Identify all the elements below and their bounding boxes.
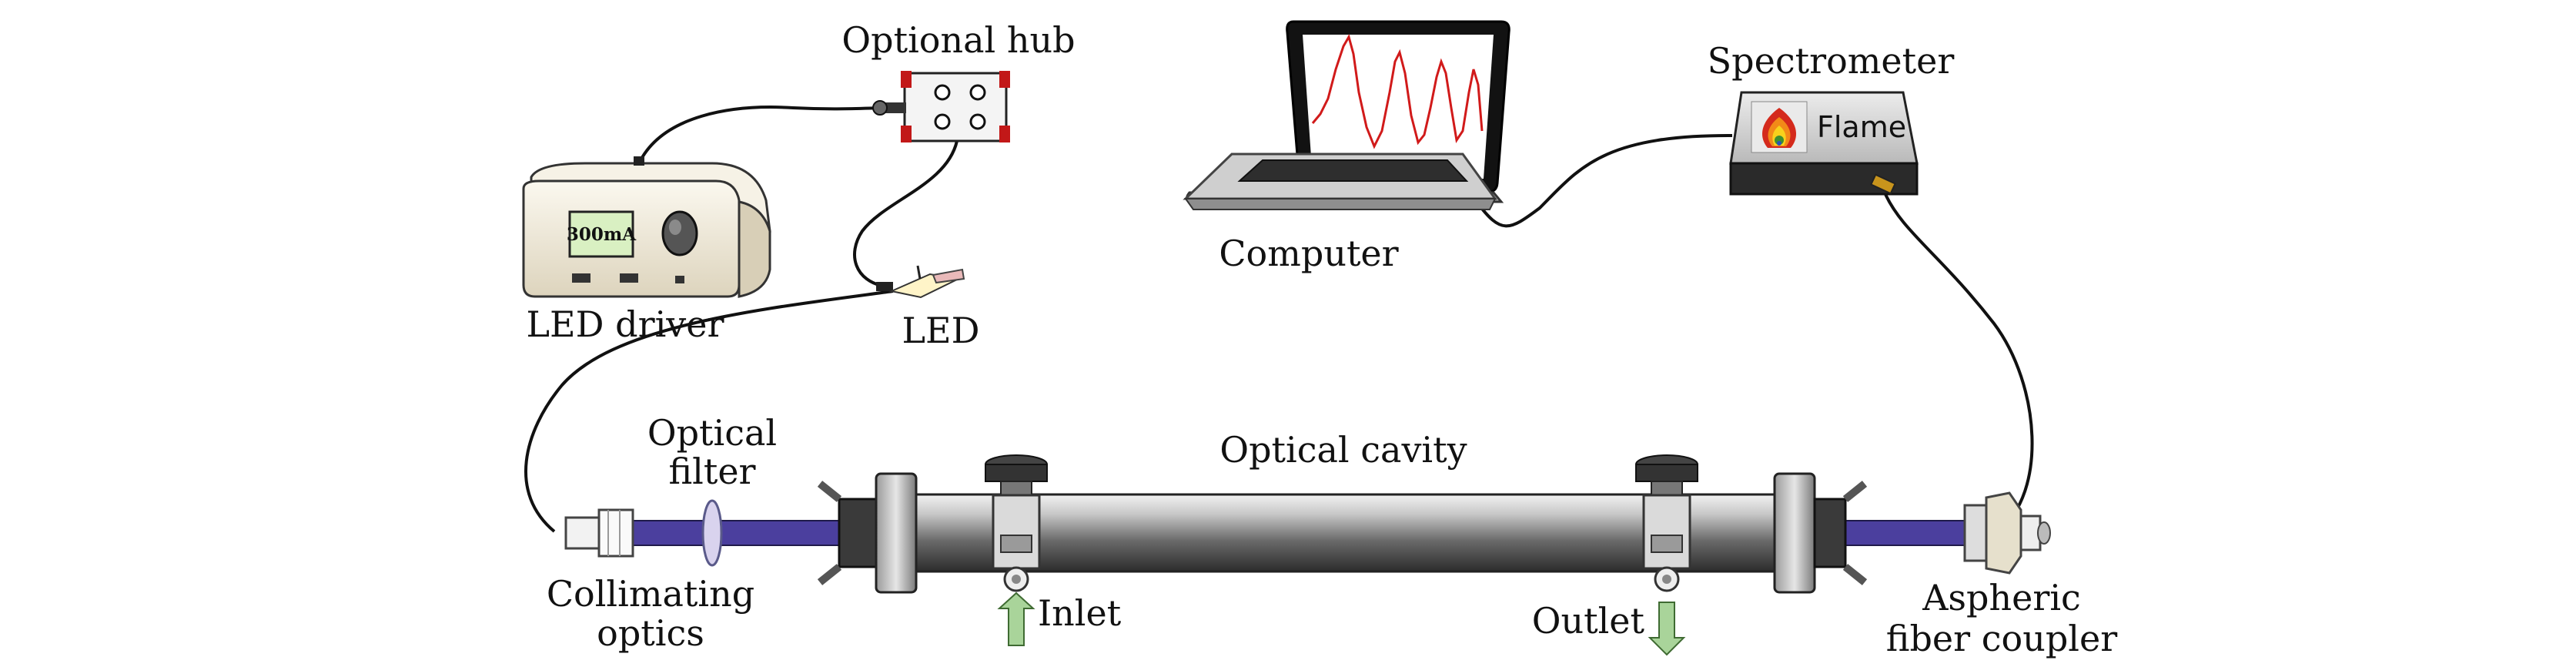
- led-driver-socket-2: [620, 273, 638, 283]
- label-collimating-line1: Collimating: [547, 573, 754, 615]
- optical-cavity-assembly: [564, 454, 2051, 656]
- laptop-front-edge: [1184, 198, 1497, 210]
- laptop-spectrum-trace: [1311, 34, 1484, 149]
- led-driver-connector: [634, 156, 644, 166]
- label-inlet: Inlet: [1038, 592, 1122, 634]
- inlet-valve: [985, 454, 1048, 592]
- aspheric-fiber-coupler: [1963, 491, 2051, 575]
- label-led: LED: [902, 310, 979, 351]
- left-mount-screw-top: [817, 481, 842, 502]
- spectrometer-brand: Flame: [1817, 110, 1906, 144]
- label-aspheric-line1: Aspheric: [1922, 577, 2081, 618]
- label-computer: Computer: [1219, 233, 1398, 274]
- inlet-arrow-icon: [997, 592, 1035, 646]
- collimating-optics: [564, 508, 634, 558]
- spectrometer-fiber-port: [1870, 173, 1896, 195]
- hub-port-1: [934, 84, 951, 101]
- fiber-cables: [524, 106, 2034, 533]
- outlet-arrow-icon: [1648, 602, 1686, 656]
- spectrometer-to-coupler-cable: [1883, 192, 2034, 533]
- outlet-valve: [1635, 454, 1698, 592]
- hub-port-2: [969, 84, 986, 101]
- led-driver-side: [738, 200, 771, 298]
- label-outlet: Outlet: [1532, 600, 1645, 642]
- label-aspheric-line2: fiber coupler: [1886, 618, 2117, 659]
- spectrometer: Flame: [1729, 91, 1919, 196]
- right-flange-outer: [1773, 472, 1816, 594]
- label-collimating-line2: optics: [597, 612, 704, 654]
- left-mount-screw-bottom: [817, 564, 842, 585]
- led-connector: [876, 282, 893, 291]
- led-driver-knob-highlight: [669, 220, 681, 235]
- left-flange-inner: [838, 498, 878, 568]
- hub-corner-br: [999, 126, 1010, 142]
- label-optional-hub: Optional hub: [841, 19, 1075, 61]
- led-to-collimator-cable: [524, 290, 894, 533]
- laptop-to-spectrometer-cable: [1475, 133, 1733, 228]
- label-spectrometer: Spectrometer: [1708, 40, 1955, 82]
- right-mount-screw-top: [1842, 481, 1868, 502]
- hub-port-3: [934, 113, 951, 130]
- label-led-driver: LED driver: [527, 303, 724, 345]
- hub-corner-tl: [901, 71, 912, 88]
- label-optical-filter-line1: Optical: [647, 412, 777, 454]
- hub-body: [903, 72, 1008, 142]
- optical-filter: [701, 499, 723, 567]
- led-driver-socket-3: [675, 276, 684, 283]
- flame-logo-icon: [1761, 108, 1797, 148]
- led-driver-socket-1: [572, 273, 590, 283]
- hub-to-led-cable: [853, 140, 958, 288]
- hub-corner-bl: [901, 126, 912, 142]
- driver-to-hub-cable: [637, 106, 890, 164]
- hub-ports: [934, 84, 986, 130]
- spectrometer-front: [1729, 162, 1919, 196]
- laptop-keyboard: [1237, 159, 1469, 182]
- right-mount-screw-bottom: [1842, 564, 1868, 585]
- hub-port-4: [969, 113, 986, 130]
- led-driver-display: [568, 210, 634, 258]
- optional-hub: [872, 71, 1010, 142]
- beam-left: [631, 520, 841, 546]
- cavity-tube: [911, 493, 1780, 573]
- right-flange-inner: [1813, 498, 1847, 568]
- led-driver-knob: [661, 210, 698, 256]
- led-driver: 300mA: [522, 156, 771, 298]
- label-optical-filter-line2: filter: [668, 451, 755, 492]
- led-ribbon: [932, 268, 965, 284]
- hub-input-cap: [872, 100, 888, 116]
- left-flange-outer: [875, 472, 918, 594]
- hub-corner-tr: [999, 71, 1010, 88]
- led-driver-display-text: 300mA: [567, 224, 637, 245]
- label-optical-cavity: Optical cavity: [1219, 429, 1467, 471]
- led-leg: [916, 265, 922, 280]
- computer: [1183, 20, 1510, 210]
- beam-right: [1841, 520, 1965, 546]
- led: [876, 265, 965, 299]
